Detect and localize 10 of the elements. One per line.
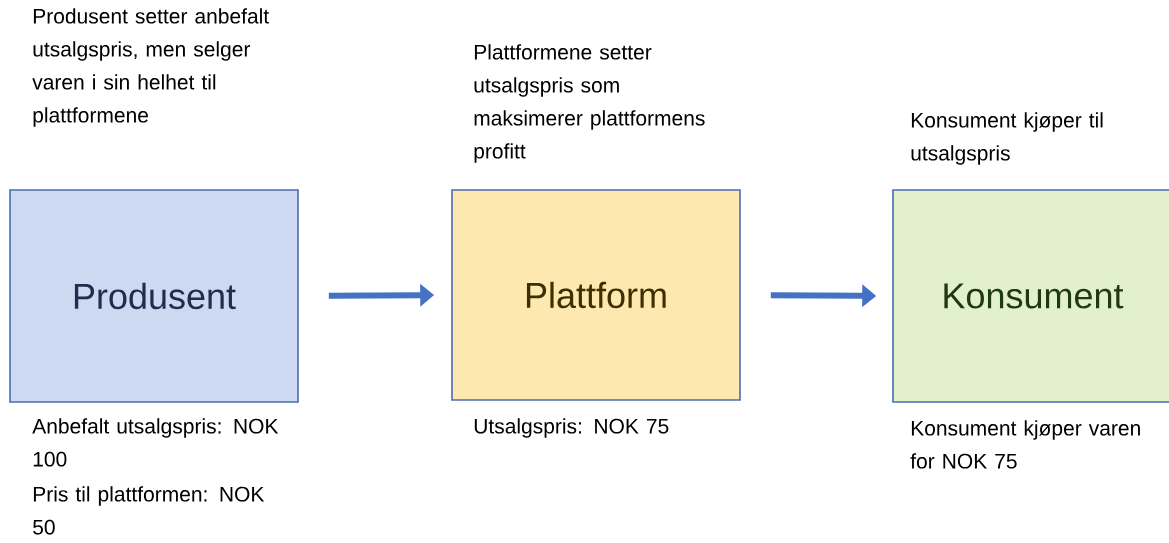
note-text: Utsalgspris: NOK 75	[474, 418, 669, 438]
note-text: Konsument kjøper varen for NOK 75	[910, 420, 1140, 469]
note-text: Pris til plattformen: NOK 50	[33, 486, 265, 535]
note-text: Plattformene setter utsalgspris som maksimerer plattformens profitt	[474, 44, 705, 163]
process-box: Produsent	[9, 189, 299, 403]
process-box: Plattform	[451, 189, 741, 401]
note-text: Produsent setter anbefalt utsalgspris, men selger varen i sin helhet til plattformene	[32, 8, 269, 127]
note-text: Konsument kjøper til utsalgspris	[911, 112, 1103, 165]
process-box: Konsument	[892, 189, 1169, 403]
note-text: Anbefalt utsalgspris: NOK 100	[32, 418, 279, 467]
